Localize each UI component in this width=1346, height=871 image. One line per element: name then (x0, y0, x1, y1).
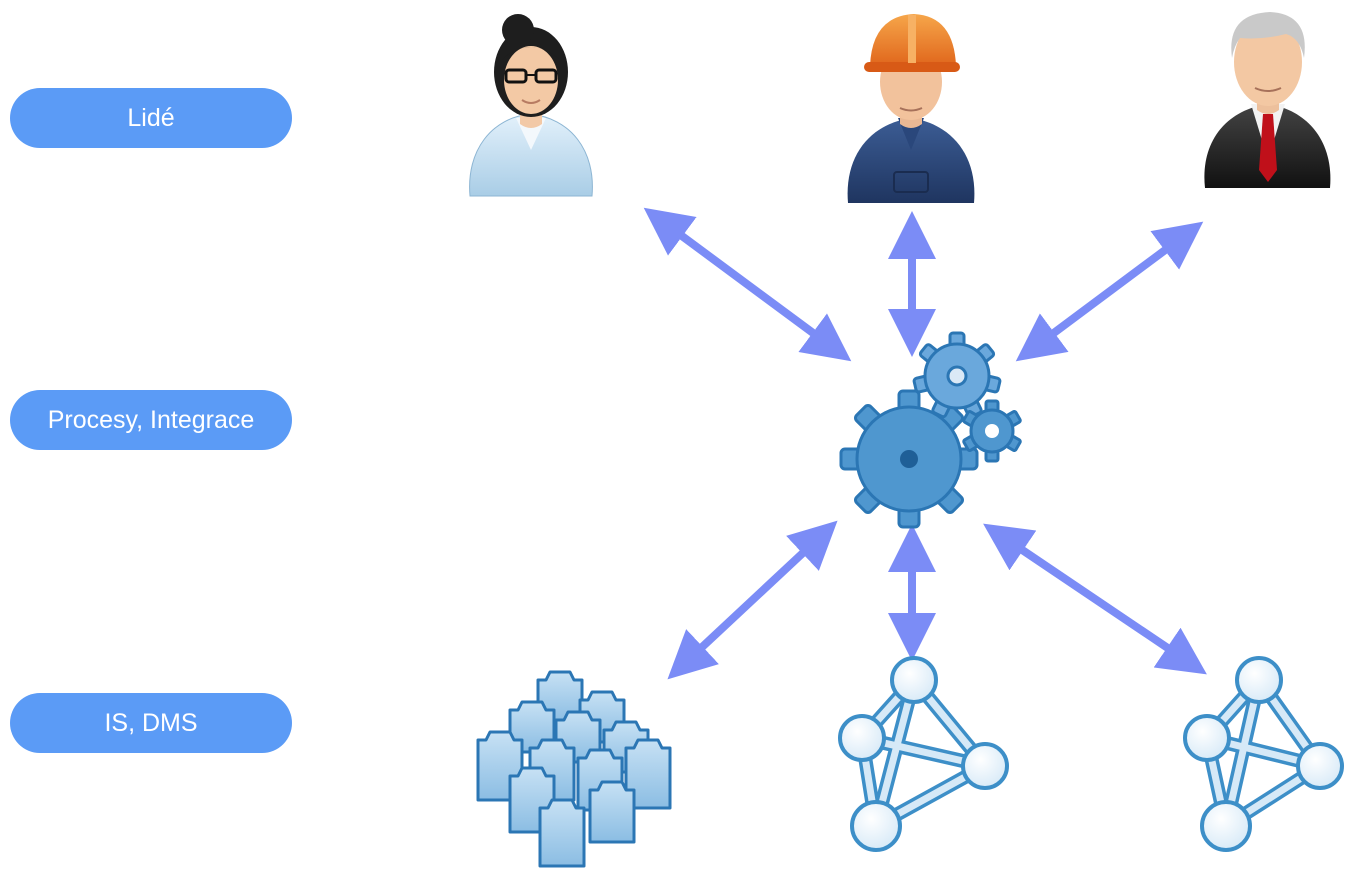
folders-stack-icon (476, 670, 672, 868)
arrow-gears-network-right (983, 523, 1207, 675)
network-graph-icon (1183, 656, 1344, 852)
gears-icon (839, 331, 1022, 529)
layer-label-systems: IS, DMS (10, 693, 292, 753)
person-worker-hardhat-icon (847, 14, 975, 203)
person-woman-glasses-icon (469, 14, 593, 197)
arrow-businessman-gears (1015, 221, 1204, 362)
person-businessman-icon (1204, 12, 1331, 188)
arrow-gears-folders (667, 520, 838, 680)
connection-arrows (643, 207, 1207, 680)
layer-label-people: Lidé (10, 88, 292, 148)
network-graph-icon (838, 656, 1009, 852)
layer-label-process: Procesy, Integrace (10, 390, 292, 450)
arrow-woman-gears (643, 207, 852, 362)
